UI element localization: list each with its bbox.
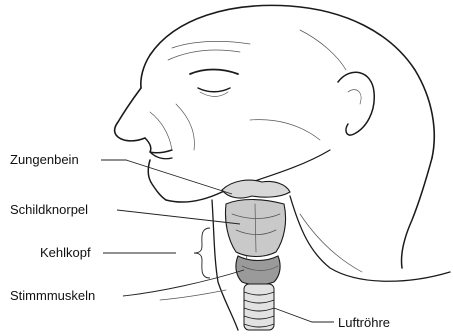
label-kehlkopf: Kehlkopf: [40, 245, 91, 260]
leader-schildknorpel: [117, 210, 240, 224]
leader-zungenbein: [101, 160, 232, 194]
label-kehlkopf-group: Kehlkopf: [40, 228, 210, 278]
kehlkopf-brace: [194, 228, 210, 278]
trachea: [244, 284, 274, 330]
label-schildknorpel-group: Schildknorpel: [10, 202, 240, 224]
label-luftroehre: Luftröhre: [338, 315, 390, 330]
leader-stimmmuskeln: [123, 270, 244, 296]
label-zungenbein-group: Zungenbein: [10, 152, 232, 194]
label-stimmmuskeln-group: Stimmmuskeln: [10, 270, 244, 303]
label-luftroehre-group: Luftröhre: [274, 308, 390, 330]
label-schildknorpel: Schildknorpel: [10, 202, 88, 217]
leader-luftroehre: [274, 308, 334, 322]
label-zungenbein: Zungenbein: [10, 152, 79, 167]
larynx-drawing: [222, 180, 290, 330]
hyoid-bone: [222, 180, 290, 198]
neck-drawing: [160, 196, 450, 330]
label-stimmmuskeln: Stimmmuskeln: [10, 288, 95, 303]
